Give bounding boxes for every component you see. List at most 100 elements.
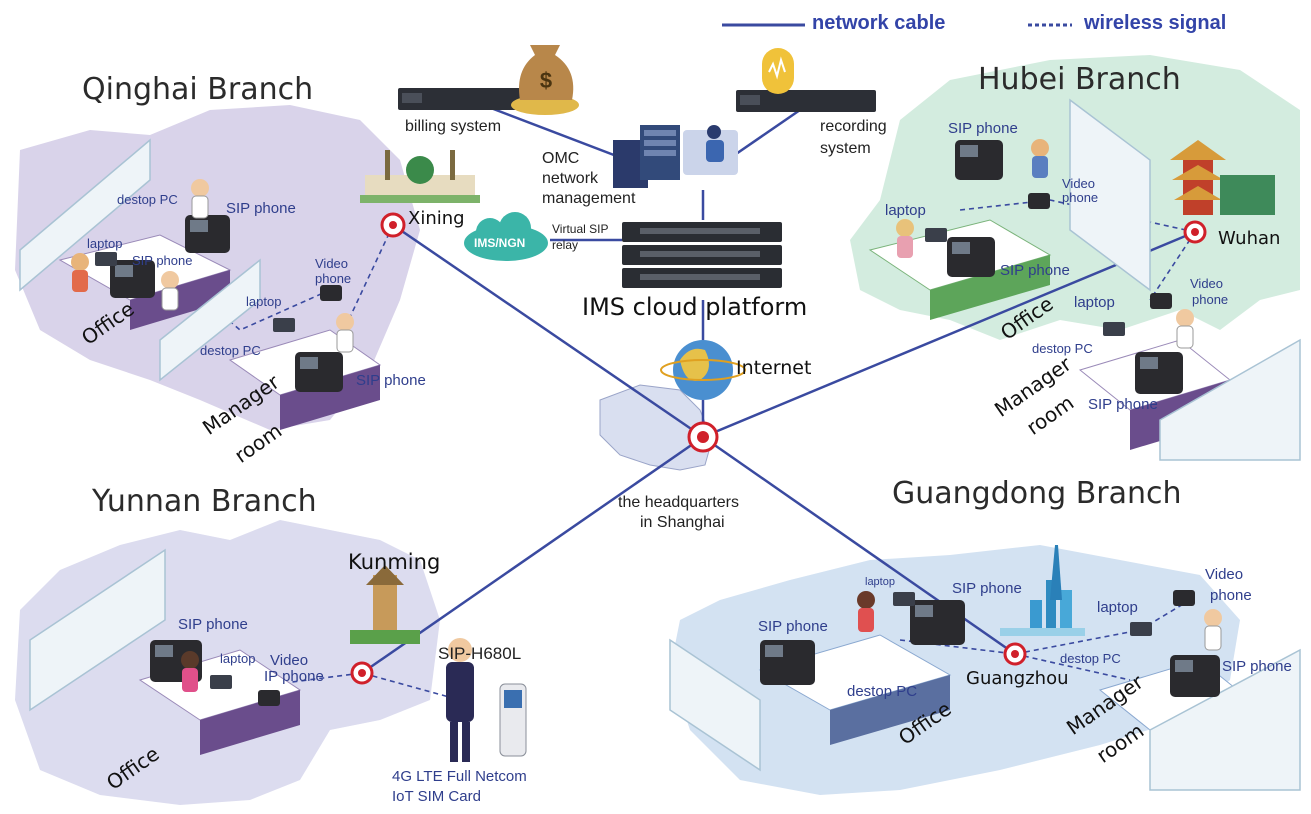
qinghai-laptop-label-1: laptop <box>87 236 123 251</box>
sim-label-2: IoT SIM Card <box>392 788 481 805</box>
hubei-laptop-label-2: laptop <box>1074 294 1115 311</box>
wifi-guangdong-2 <box>1014 653 1131 681</box>
hubei-video-label-2b: phone <box>1192 292 1229 307</box>
yunnan-sip-label: SIP phone <box>178 616 248 633</box>
legend-wireless-label: wireless signal <box>1084 12 1227 34</box>
wifi-hubei-1 <box>1149 231 1196 301</box>
cable-billing <box>469 98 641 167</box>
laptop-icons <box>95 228 1152 689</box>
node-kunming <box>350 661 374 685</box>
billing-server <box>398 88 533 110</box>
guangdong-video-label-1: Video <box>1205 566 1244 583</box>
video-phone-icon <box>320 285 342 301</box>
sip-phone-icon <box>947 237 995 277</box>
guangdong-office-desk <box>758 634 952 745</box>
video-phone-icon <box>258 690 280 706</box>
guangdong-sip-label-2: SIP phone <box>758 618 828 635</box>
laptop-icon <box>95 252 117 266</box>
mosque-landmark-icon <box>360 150 480 203</box>
sip-phone-icon <box>760 640 815 685</box>
video-phone-icons <box>258 193 1195 706</box>
laptop-icon <box>1103 322 1125 336</box>
person-icon <box>191 179 209 219</box>
guangdong-sip-label-1: SIP phone <box>952 580 1022 597</box>
wifi-qinghai-1 <box>329 224 394 361</box>
microphone-icon <box>762 48 794 94</box>
recording-server <box>736 90 876 112</box>
cloud-icon <box>464 212 548 261</box>
person-icon <box>1204 609 1222 651</box>
video-phone-icon <box>1173 590 1195 606</box>
ims-server-stack <box>622 222 782 288</box>
node-guangzhou <box>1003 642 1027 666</box>
qinghai-sip-label-2: SIP phone <box>132 253 193 268</box>
sip-phone-icons <box>110 140 1220 697</box>
qinghai-laptop-label-2: laptop <box>246 294 282 309</box>
laptop-icon <box>210 675 232 689</box>
hubei-branch-title: Hubei Branch <box>978 62 1181 97</box>
node-shanghai <box>687 421 719 453</box>
person-icon <box>161 271 179 311</box>
virtual-sip-label-2: relay <box>552 238 579 252</box>
person-icon <box>336 313 354 353</box>
qinghai-desktop-label-1: destop PC <box>117 192 178 207</box>
guangdong-sip-label-3: SIP phone <box>1222 658 1292 675</box>
recording-label-2: system <box>820 140 871 157</box>
wifi-yunnan <box>229 672 461 701</box>
qinghai-sip-label-3: SIP phone <box>356 372 426 389</box>
hubei-video-label-1b: phone <box>1062 190 1099 205</box>
glass-walls <box>19 98 1301 791</box>
laptop-icon <box>925 228 947 242</box>
ims-ngn-label: IMS/NGN <box>474 236 526 250</box>
sip-phone-icon <box>955 140 1003 180</box>
kunming-tower-icon <box>350 565 420 644</box>
laptop-icon <box>893 592 915 606</box>
laptop-icon <box>1130 622 1152 636</box>
operator-workstation <box>683 125 738 175</box>
guangdong-region-map <box>670 545 1240 795</box>
yunnan-video-label-2: IP phone <box>264 668 324 685</box>
video-phone-icon <box>1028 193 1050 209</box>
sip-phone-icon <box>295 352 343 392</box>
hubei-sip-label-1: SIP phone <box>948 120 1018 137</box>
sip-phone-icon <box>185 215 230 253</box>
hubei-sip-label-2: SIP phone <box>1000 262 1070 279</box>
guangdong-video-label-2: phone <box>1210 587 1252 604</box>
video-phone-icon <box>1150 293 1172 309</box>
sip-phone-icon <box>1170 655 1220 697</box>
guangdong-laptop-label-2: laptop <box>1097 599 1138 616</box>
omc-label-1: OMC <box>542 150 580 167</box>
wifi-guangdong <box>899 599 1191 655</box>
virtual-sip-label-1: Virtual SIP <box>552 222 609 236</box>
qinghai-branch-title: Qinghai Branch <box>82 72 314 107</box>
qinghai-desktop-label-2: destop PC <box>200 343 261 358</box>
hubei-desktop-label: destop PC <box>1032 341 1093 356</box>
hubei-video-label-1a: Video <box>1062 176 1096 191</box>
city-nodes <box>350 212 1207 685</box>
person-icon <box>181 651 199 692</box>
recording-label-1: recording <box>820 118 887 135</box>
qinghai-video-label-2: phone <box>315 271 352 286</box>
node-wuhan <box>1183 220 1207 244</box>
xining-label: Xining <box>408 208 465 229</box>
qinghai-video-label-1: Video <box>315 256 349 271</box>
hubei-laptop-label-1: laptop <box>885 202 926 219</box>
guangzhou-skyline-icon <box>1000 545 1085 636</box>
person-icon <box>1031 139 1049 178</box>
hubei-video-label-2a: Video <box>1190 276 1224 291</box>
legend-cable-label: network cable <box>812 12 946 34</box>
guangdong-laptop-label-1: laptop <box>865 576 895 588</box>
sip-phone-icon <box>910 600 965 645</box>
kunming-label: Kunming <box>348 550 441 574</box>
person-icon <box>71 253 89 292</box>
guangdong-branch-title: Guangdong Branch <box>892 476 1182 511</box>
billing-system-label: billing system <box>405 118 502 135</box>
person-icon <box>1176 309 1194 349</box>
sip-h680l-label: SIP-H680L <box>438 644 522 663</box>
sip-phone-icon <box>1135 352 1183 394</box>
qinghai-sip-label-1: SIP phone <box>226 200 296 217</box>
money-bag-icon: $ <box>511 45 579 115</box>
sim-label-1: 4G LTE Full Netcom <box>392 768 527 785</box>
